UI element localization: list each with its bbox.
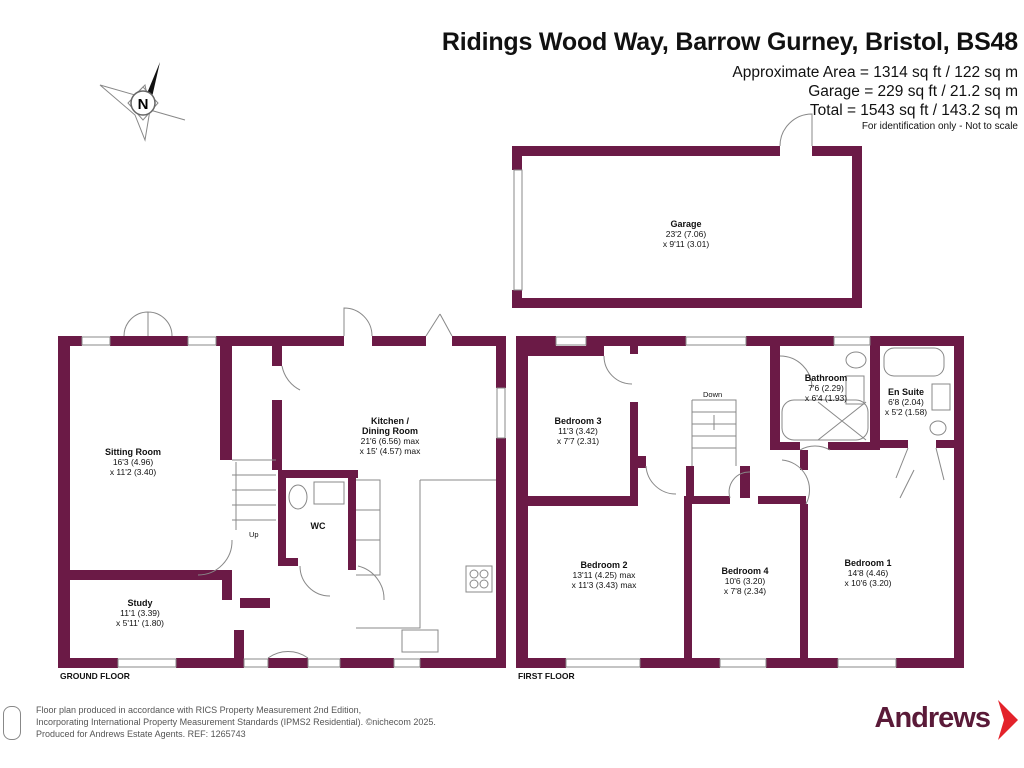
room-dim: 11'1 (3.39) xyxy=(120,608,160,618)
room-dim: x 5'11' (1.80) xyxy=(116,618,164,628)
room-bedroom3: Bedroom 3 11'3 (3.42) x 7'7 (2.31) xyxy=(554,416,601,446)
room-dim: 13'11 (4.25) max xyxy=(572,570,636,580)
room-ensuite: En Suite 6'8 (2.04) x 5'2 (1.58) xyxy=(885,387,927,417)
room-name: WC xyxy=(310,521,326,531)
room-sitting: Sitting Room 16'3 (4.96) x 11'2 (3.40) xyxy=(105,447,161,477)
room-name: Garage xyxy=(670,219,702,229)
room-name: Bedroom 3 xyxy=(554,416,602,426)
room-study: Study 11'1 (3.39) x 5'11' (1.80) xyxy=(116,598,164,628)
room-dim: x 15' (4.57) max xyxy=(359,446,421,456)
room-name: Sitting Room xyxy=(105,447,161,457)
compass-letter: N xyxy=(138,96,149,113)
room-name: Dining Room xyxy=(362,426,418,436)
footer-line: Incorporating International Property Mea… xyxy=(36,717,436,727)
room-dim: x 6'4 (1.93) xyxy=(804,393,848,403)
room-bedroom4: Bedroom 4 10'6 (3.20) x 7'8 (2.34) xyxy=(721,566,768,596)
room-dim: 10'6 (3.20) xyxy=(724,576,766,586)
room-dim: x 11'3 (3.43) max xyxy=(571,580,637,590)
walls xyxy=(58,146,964,668)
room-dim: x 10'6 (3.20) xyxy=(844,578,892,588)
fixtures xyxy=(81,113,951,668)
area-total: Total = 1543 sq ft / 143.2 sq m xyxy=(809,102,1018,119)
person-icon xyxy=(3,706,21,740)
disclaimer: For identification only - Not to scale xyxy=(861,121,1018,132)
stairs-down-label: Down xyxy=(703,390,723,399)
property-title: Ridings Wood Way, Barrow Gurney, Bristol… xyxy=(441,28,1018,56)
room-name: Study xyxy=(127,598,153,608)
area-garage: Garage = 229 sq ft / 21.2 sq m xyxy=(808,83,1018,100)
compass-icon: N xyxy=(99,62,186,142)
room-dim: x 7'8 (2.34) xyxy=(723,586,767,596)
room-name: Bedroom 2 xyxy=(580,560,628,570)
room-dim: 21'6 (6.56) max xyxy=(360,436,420,446)
room-name: Bedroom 4 xyxy=(721,566,769,576)
room-bedroom2: Bedroom 2 13'11 (4.25) max x 11'3 (3.43)… xyxy=(572,560,637,590)
room-dim: 16'3 (4.96) xyxy=(112,457,154,467)
room-dim: 7'6 (2.29) xyxy=(808,383,844,393)
andrews-logo: Andrews xyxy=(874,702,991,734)
room-name: En Suite xyxy=(887,387,925,397)
area-approx: Approximate Area = 1314 sq ft / 122 sq m xyxy=(732,64,1018,81)
footer-text: Floor plan produced in accordance with R… xyxy=(36,704,436,740)
area-summary: Approximate Area = 1314 sq ft / 122 sq m… xyxy=(732,63,1018,120)
room-name: Kitchen / xyxy=(370,416,409,426)
ground-floor-label: GROUND FLOOR xyxy=(60,671,130,681)
room-bathroom: Bathroom 7'6 (2.29) x 6'4 (1.93) xyxy=(805,373,848,403)
room-dim: 6'8 (2.04) xyxy=(888,397,924,407)
room-wc: WC xyxy=(311,521,326,531)
room-kitchen: Kitchen / Dining Room 21'6 (6.56) max x … xyxy=(360,416,421,456)
room-dim: 11'3 (3.42) xyxy=(558,426,598,436)
room-dim: 14'8 (4.46) xyxy=(847,568,889,578)
footer-line: Produced for Andrews Estate Agents. REF:… xyxy=(36,729,246,739)
room-dim: x 5'2 (1.58) xyxy=(884,407,928,417)
footer-line: Floor plan produced in accordance with R… xyxy=(36,705,362,715)
room-dim: 23'2 (7.06) xyxy=(665,229,707,239)
room-dim: x 7'7 (2.31) xyxy=(556,436,600,446)
first-floor-label: FIRST FLOOR xyxy=(518,671,575,681)
chevron-logo-icon xyxy=(998,700,1018,740)
room-bedroom1: Bedroom 1 14'8 (4.46) x 10'6 (3.20) xyxy=(844,558,891,588)
room-dim: x 9'11 (3.01) xyxy=(662,239,710,249)
stairs-up-label: Up xyxy=(249,530,259,539)
room-garage: Garage 23'2 (7.06) x 9'11 (3.01) xyxy=(663,219,709,249)
room-name: Bedroom 1 xyxy=(844,558,892,568)
room-name: Bathroom xyxy=(804,373,848,383)
room-dim: x 11'2 (3.40) xyxy=(109,467,157,477)
